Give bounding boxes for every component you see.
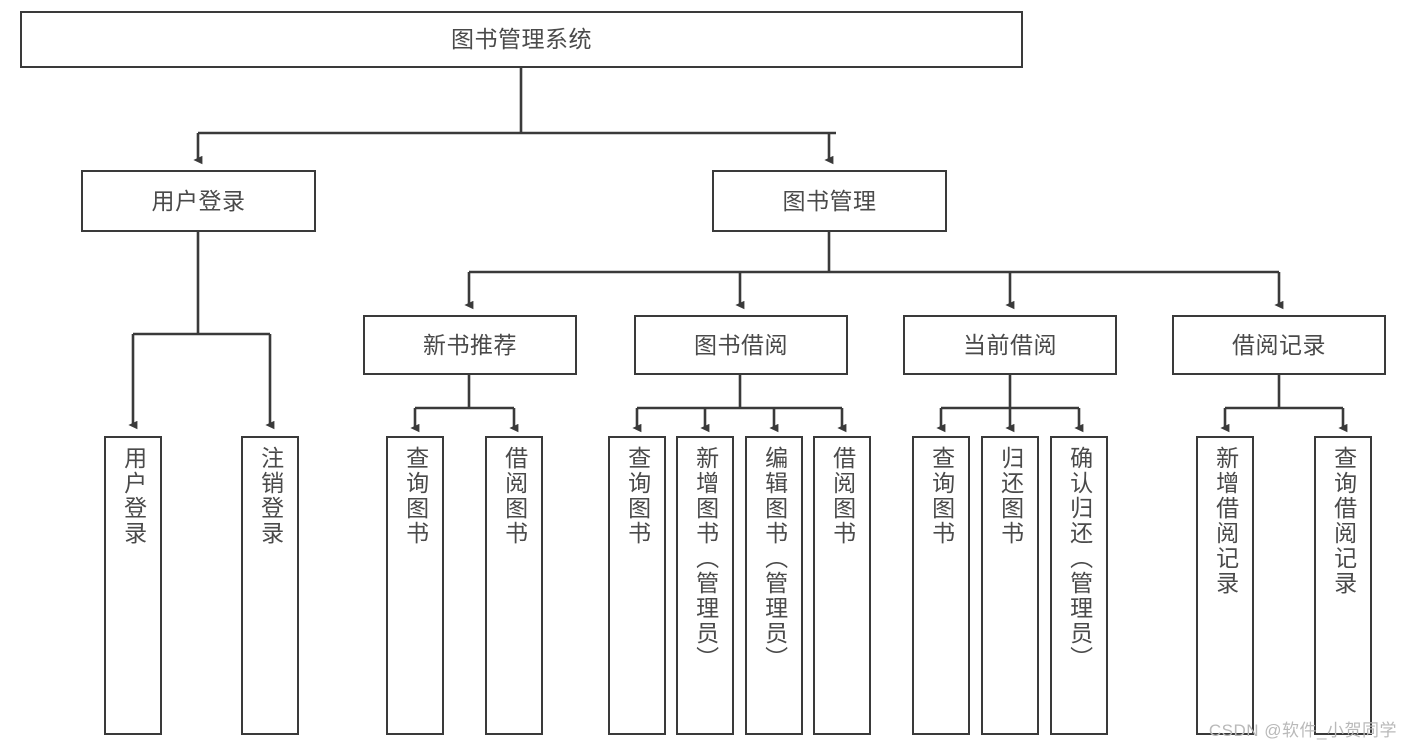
leaf-user-logout[interactable]: 注销登录: [241, 436, 299, 735]
node-label: 查询借阅记录: [1330, 446, 1357, 596]
node-label: 用户登录: [151, 187, 246, 214]
node-label: 查询图书: [402, 446, 429, 546]
leaf-edit-book-admin[interactable]: 编辑图书（管理员）: [745, 436, 803, 735]
leaf-confirm-return-admin[interactable]: 确认归还（管理员）: [1050, 436, 1108, 735]
node-label: 图书借阅: [694, 331, 788, 358]
node-book-management[interactable]: 图书管理: [712, 170, 947, 232]
leaf-add-borrow-record[interactable]: 新增借阅记录: [1196, 436, 1254, 735]
node-root-book-management-system[interactable]: 图书管理系统: [20, 11, 1023, 68]
node-label: 用户登录: [120, 446, 147, 546]
node-label: 编辑图书（管理员）: [761, 446, 788, 671]
node-label: 借阅记录: [1232, 331, 1326, 358]
leaf-add-book-admin[interactable]: 新增图书（管理员）: [676, 436, 734, 735]
node-label: 借阅图书: [501, 446, 528, 546]
leaf-borrow-book-new[interactable]: 借阅图书: [485, 436, 543, 735]
node-label: 新书推荐: [423, 331, 517, 358]
node-label: 借阅图书: [829, 446, 856, 546]
node-label: 查询图书: [624, 446, 651, 546]
leaf-user-login[interactable]: 用户登录: [104, 436, 162, 735]
node-label: 归还图书: [997, 446, 1024, 546]
node-user-login[interactable]: 用户登录: [81, 170, 316, 232]
watermark: CSDN @软件_小贺同学: [1208, 721, 1397, 740]
leaf-query-borrow-record[interactable]: 查询借阅记录: [1314, 436, 1372, 735]
node-label: 注销登录: [257, 446, 284, 546]
node-current-borrow[interactable]: 当前借阅: [903, 315, 1117, 375]
leaf-query-book-new[interactable]: 查询图书: [386, 436, 444, 735]
node-new-book-recommend[interactable]: 新书推荐: [363, 315, 577, 375]
node-label: 确认归还（管理员）: [1066, 446, 1093, 671]
node-borrow-records[interactable]: 借阅记录: [1172, 315, 1386, 375]
node-label: 图书管理系统: [451, 26, 592, 53]
node-book-borrow[interactable]: 图书借阅: [634, 315, 848, 375]
leaf-query-book[interactable]: 查询图书: [608, 436, 666, 735]
leaf-borrow-book[interactable]: 借阅图书: [813, 436, 871, 735]
node-label: 当前借阅: [963, 331, 1057, 358]
node-label: 查询图书: [928, 446, 955, 546]
leaf-query-book-current[interactable]: 查询图书: [912, 436, 970, 735]
leaf-return-book[interactable]: 归还图书: [981, 436, 1039, 735]
node-label: 新增图书（管理员）: [692, 446, 719, 671]
node-label: 图书管理: [782, 187, 877, 214]
node-label: 新增借阅记录: [1212, 446, 1239, 596]
